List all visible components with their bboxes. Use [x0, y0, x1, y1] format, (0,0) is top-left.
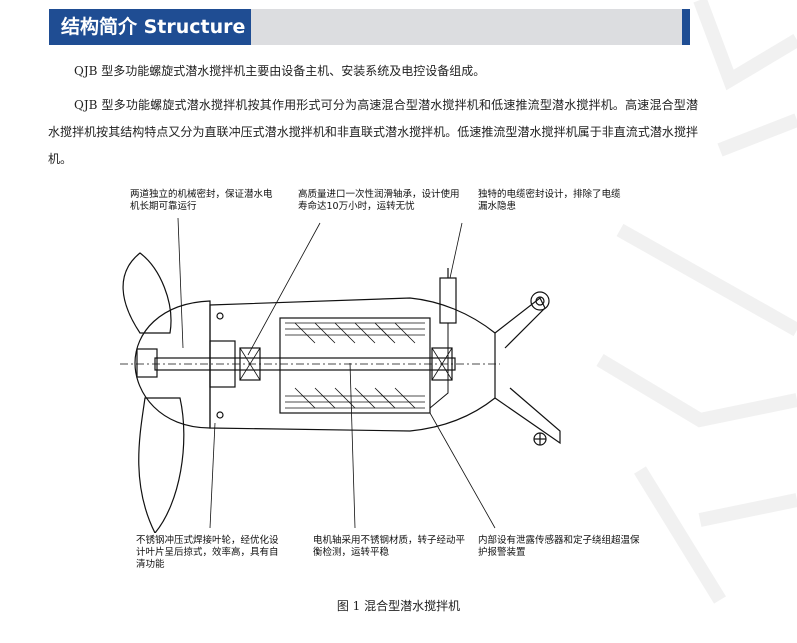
front-bearing	[239, 347, 261, 381]
propeller-blade-bottom	[138, 397, 185, 533]
callout-mechanical-seal: 两道独立的机械密封，保证潜水电机长期可靠运行	[130, 189, 273, 212]
intro-paragraph: QJB 型多功能螺旋式潜水搅拌机主要由设备主机、安装系统及电控设备组成。	[74, 64, 486, 78]
cable-route	[429, 323, 449, 409]
propeller-blade-top	[122, 252, 172, 334]
section-title: 结构简介 Structure	[49, 9, 251, 45]
figure-caption: 图 1 混合型潜水搅拌机	[336, 599, 461, 613]
callout-motor-shaft: 电机轴采用不锈钢材质，转子经动平衡检测，运转平稳	[313, 535, 466, 558]
cable-gland	[439, 277, 457, 324]
hub-nut	[136, 348, 158, 378]
bracket-pivot	[530, 291, 550, 311]
guide-frame	[494, 387, 561, 445]
callout-bearing: 高质量进口一次性润滑轴承，设计使用寿命达10万小时，运转无忧	[298, 189, 460, 212]
mixer-cross-section-drawing	[120, 217, 561, 533]
propeller-hub	[134, 300, 211, 429]
stator-windings	[285, 322, 425, 409]
callout-leak-sensor: 内部设有泄露传感器和定子绕组超温保护报警装置	[478, 535, 640, 558]
callout-cable-seal: 独特的电缆密封设计，排除了电缆漏水隐患	[478, 189, 621, 212]
inner-stator	[279, 317, 431, 414]
callout-leader-lines	[177, 217, 496, 529]
mounting-bracket	[494, 297, 546, 349]
mechanical-seal	[209, 340, 236, 388]
section-header-accent	[682, 9, 690, 45]
callout-impeller: 不锈钢冲压式焊接叶轮，经优化设计叶片呈后掠式，效率高，具有自清功能	[136, 535, 279, 570]
classification-paragraph: QJB 型多功能螺旋式潜水搅拌机按其作用形式可分为高速混合型潜水搅拌机和低速推流…	[48, 98, 698, 166]
rear-bearing	[431, 347, 453, 381]
